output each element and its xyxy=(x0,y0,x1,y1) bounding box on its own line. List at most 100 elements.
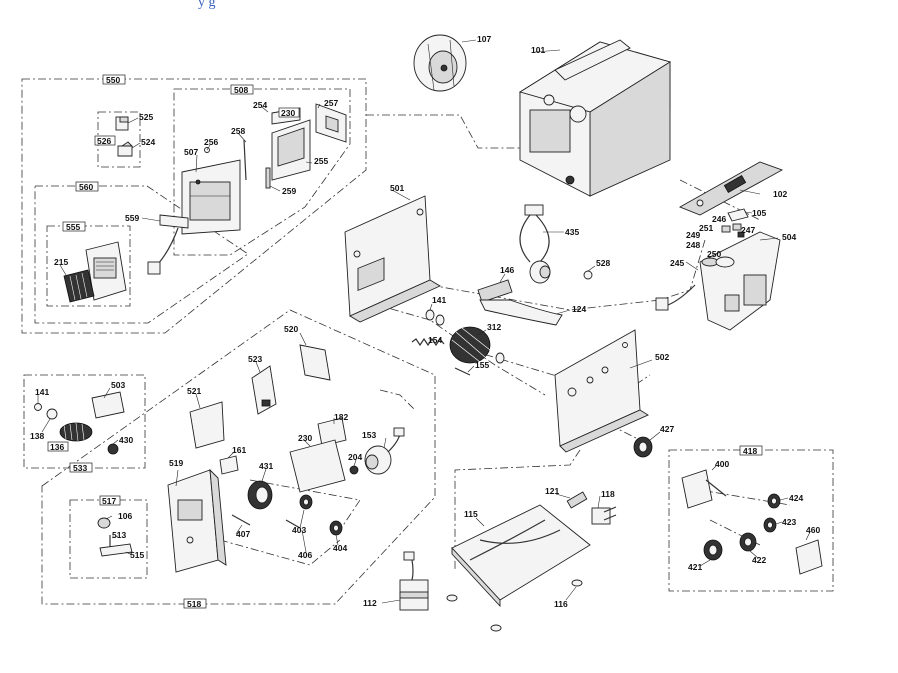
part-116-foot xyxy=(446,579,583,632)
part-label: 406 xyxy=(298,550,312,560)
part-406-pin xyxy=(285,519,301,529)
part-label: 204 xyxy=(348,452,362,462)
assembly-label-555: 555 xyxy=(62,221,86,232)
boundary-550 xyxy=(21,78,367,334)
assembly-label-508: 508 xyxy=(230,84,254,95)
part-labels: 107 101 525 524 254 257 258 256 507 255 … xyxy=(30,34,820,609)
boundary-508 xyxy=(173,88,351,256)
part-label: 422 xyxy=(752,555,766,565)
part-label: 251 xyxy=(699,223,713,233)
boundary-517 xyxy=(69,499,148,579)
part-524 xyxy=(117,141,134,157)
part-503-bracket xyxy=(91,391,125,419)
svg-text:533: 533 xyxy=(73,463,87,473)
part-label: 507 xyxy=(184,147,198,157)
part-label: 124 xyxy=(572,304,586,314)
part-label: 559 xyxy=(125,213,139,223)
part-label: 502 xyxy=(655,352,669,362)
part-label: 525 xyxy=(139,112,153,122)
part-403-gear xyxy=(299,494,313,510)
part-155-pin xyxy=(454,367,471,376)
part-407-shaft xyxy=(231,514,251,526)
part-501-frame xyxy=(344,195,441,323)
part-label: 430 xyxy=(119,435,133,445)
part-label: 254 xyxy=(253,100,267,110)
connector-line xyxy=(429,284,661,311)
part-label: 501 xyxy=(390,183,404,193)
part-519-chassis xyxy=(167,468,227,573)
part-141-bushing xyxy=(425,309,445,326)
part-312-roller xyxy=(449,326,505,364)
assembly-label-517: 517 xyxy=(99,495,121,506)
part-label: 102 xyxy=(773,189,787,199)
part-555-cover xyxy=(85,241,127,301)
part-label: 155 xyxy=(475,360,489,370)
svg-text:517: 517 xyxy=(102,496,116,506)
part-121-connector xyxy=(566,491,588,509)
part-label: 107 xyxy=(477,34,491,44)
part-label: 528 xyxy=(596,258,610,268)
part-label: 246 xyxy=(712,214,726,224)
part-421-gear xyxy=(703,539,723,561)
part-400-bracket xyxy=(681,469,727,509)
part-label: 524 xyxy=(141,137,155,147)
assembly-label-533: 533 xyxy=(69,462,93,473)
part-559-sensor xyxy=(147,214,189,275)
part-106-knob xyxy=(97,517,111,529)
connector-line xyxy=(249,479,361,531)
part-215-grille xyxy=(63,269,95,303)
part-528-nut xyxy=(583,270,593,280)
svg-text:508: 508 xyxy=(234,85,248,95)
part-507-printer-front xyxy=(181,159,241,235)
part-label: 404 xyxy=(333,543,347,553)
part-101-housing xyxy=(518,39,672,197)
part-label: 215 xyxy=(54,257,68,267)
page-title-fragment: y g xyxy=(198,0,216,10)
part-label: 153 xyxy=(362,430,376,440)
svg-text:560: 560 xyxy=(79,182,93,192)
boundary-560 xyxy=(34,185,249,324)
part-label: 504 xyxy=(782,232,796,242)
part-141-small xyxy=(34,403,42,411)
assembly-label-518: 518 xyxy=(183,598,207,609)
svg-text:418: 418 xyxy=(743,446,757,456)
part-label: 258 xyxy=(231,126,245,136)
part-label: 101 xyxy=(531,45,545,55)
part-label: 256 xyxy=(204,137,218,147)
part-515-blade xyxy=(99,543,133,557)
part-105-button xyxy=(727,208,749,222)
part-label: 154 xyxy=(428,335,442,345)
part-431-gear xyxy=(247,480,273,510)
connector-line xyxy=(379,389,416,411)
assembly-label-230: 230 xyxy=(278,107,300,118)
part-245-cable xyxy=(655,284,696,311)
part-161-latch xyxy=(219,455,239,475)
part-label: 523 xyxy=(248,354,262,364)
part-427-gear xyxy=(633,436,653,458)
part-label: 250 xyxy=(707,249,721,259)
part-label: 400 xyxy=(715,459,729,469)
part-118-plug xyxy=(591,506,617,525)
svg-text:136: 136 xyxy=(50,442,64,452)
part-259-strip xyxy=(265,167,271,189)
part-404-gear xyxy=(329,520,343,536)
part-520-bracket xyxy=(299,344,331,381)
part-label: 427 xyxy=(660,424,674,434)
part-label: 112 xyxy=(363,598,377,608)
part-label: 521 xyxy=(187,386,201,396)
part-label: 421 xyxy=(688,562,702,572)
part-153-motor xyxy=(364,427,405,475)
boundary-555 xyxy=(46,225,131,307)
svg-text:555: 555 xyxy=(66,222,80,232)
part-435-motor xyxy=(519,204,551,284)
part-136-spring xyxy=(59,422,93,442)
part-422-gear xyxy=(739,532,757,552)
assembly-label-526: 526 xyxy=(94,135,116,146)
connector-line xyxy=(219,539,341,566)
part-204-gear xyxy=(349,465,359,475)
part-label: 247 xyxy=(741,225,755,235)
part-label: 141 xyxy=(35,387,49,397)
connector-line xyxy=(366,114,530,149)
part-label: 515 xyxy=(130,550,144,560)
